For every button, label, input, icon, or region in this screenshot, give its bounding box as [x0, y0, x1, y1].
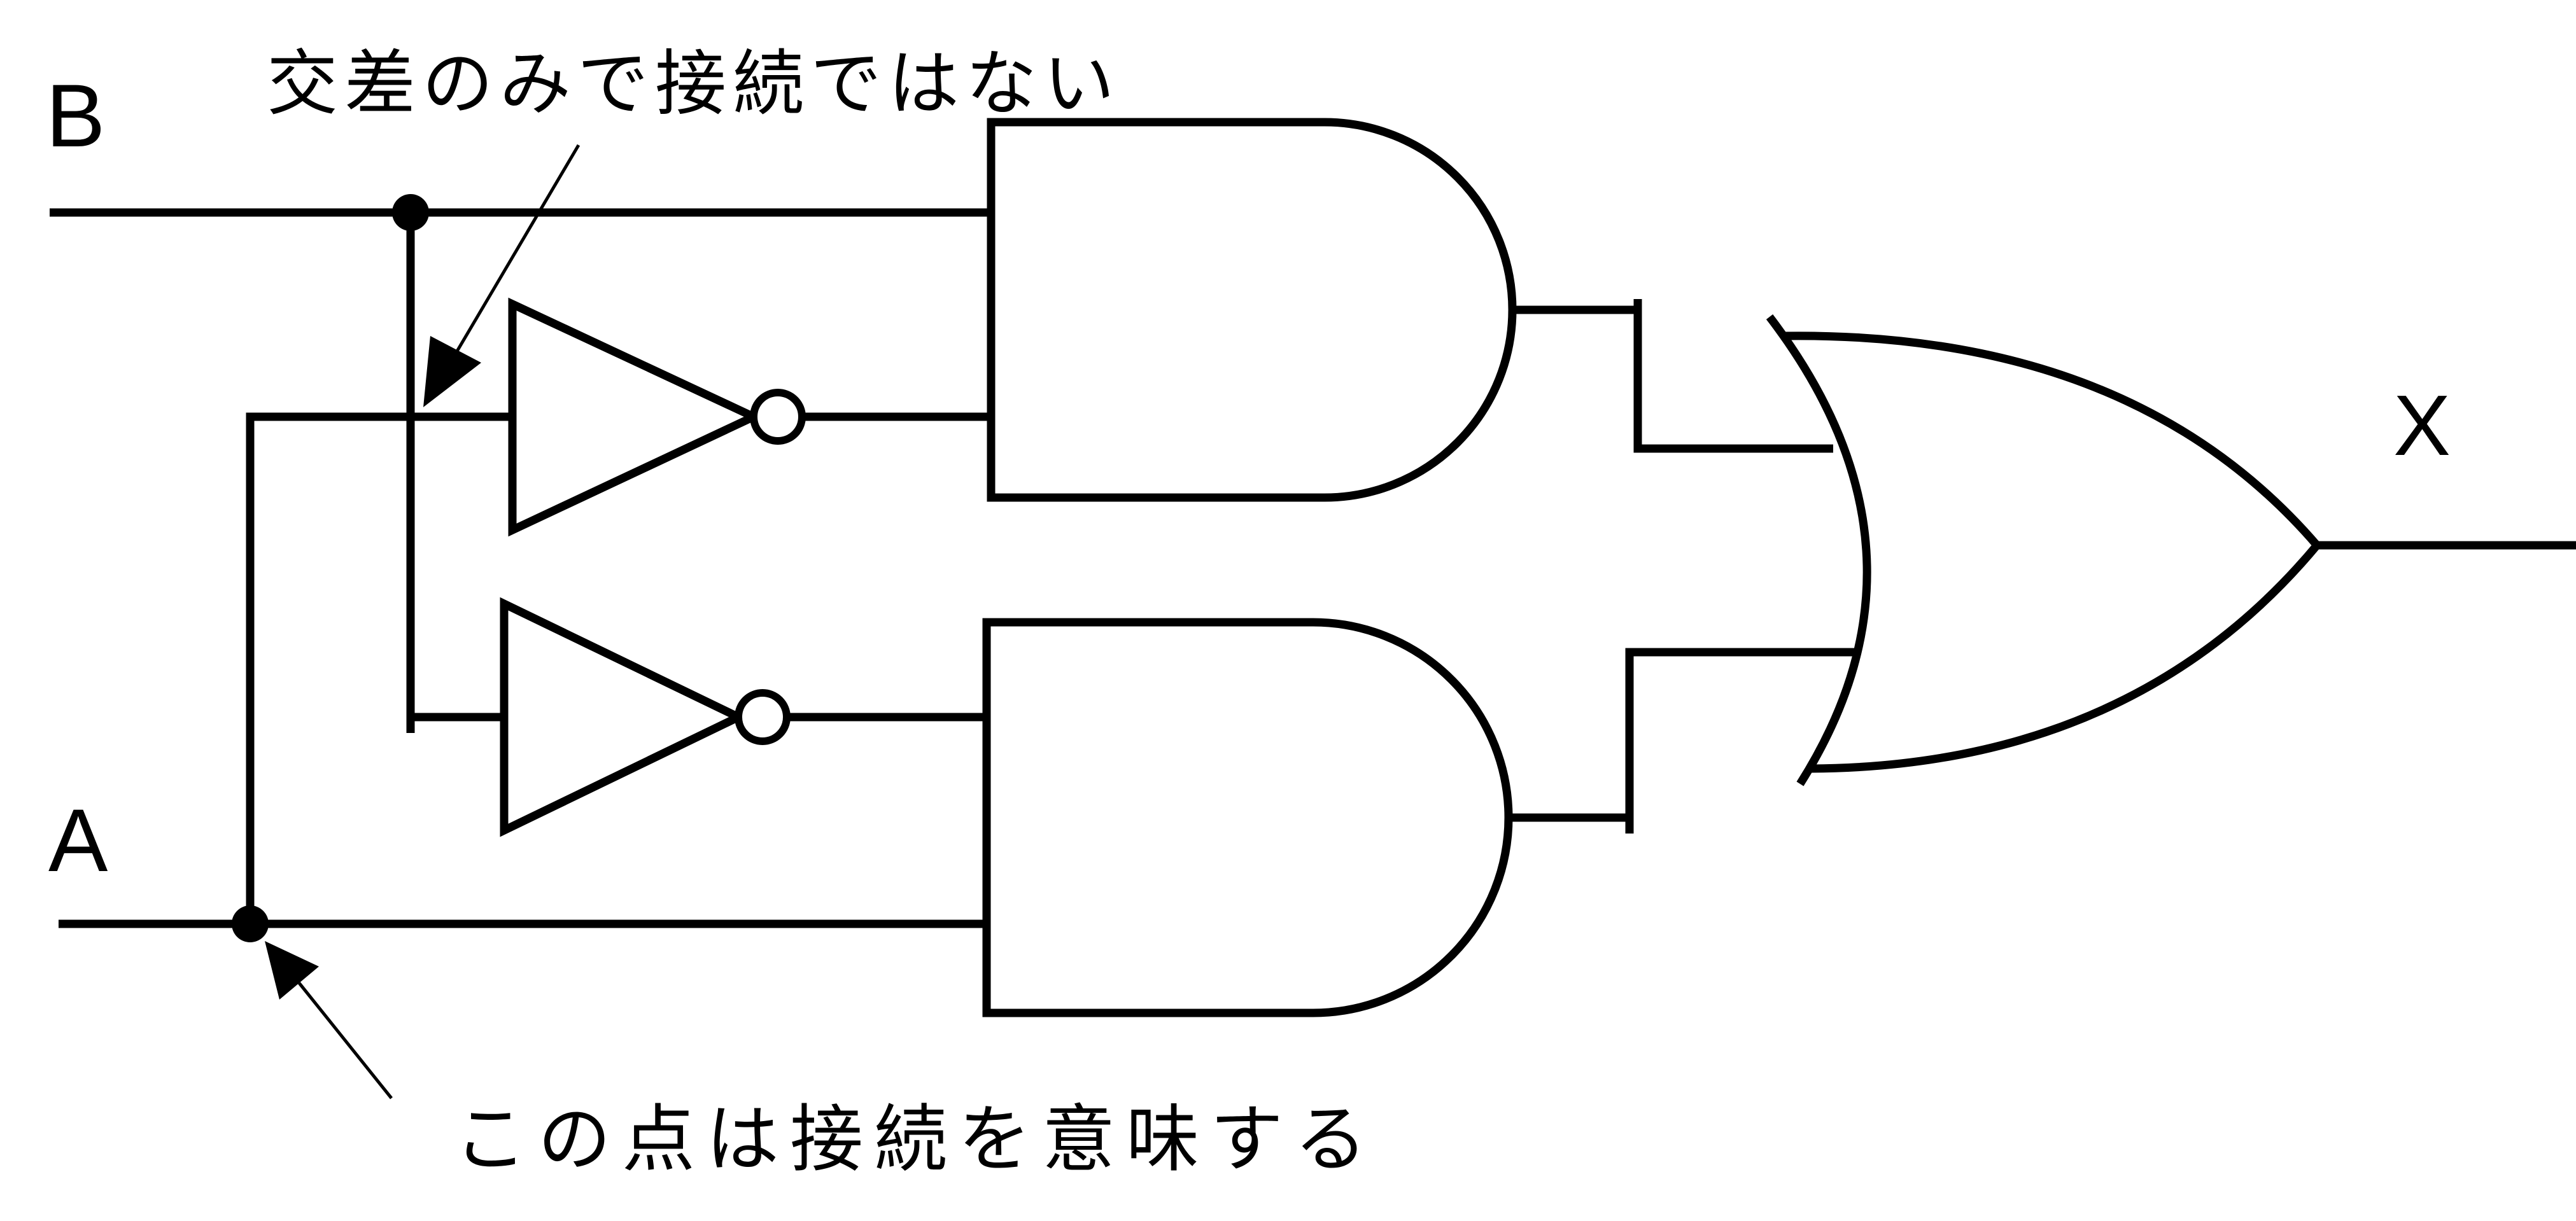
crossing-pointer-line [455, 144, 581, 352]
input-a-label: A [48, 790, 108, 890]
not-gate-lower-bubble-icon [735, 689, 791, 745]
junction-dot-a [232, 905, 269, 942]
output-x-label: X [2393, 377, 2451, 473]
and-gate-upper-icon [987, 118, 1517, 502]
or-gate-concave-edge [1766, 314, 1871, 786]
and-gate-lower-icon [982, 618, 1513, 1017]
not-gate-upper [508, 297, 991, 537]
crossing-note-text: 交差のみで接続ではない [267, 44, 1121, 123]
junction-note-text: この点は接続を意味する [454, 1099, 1378, 1180]
annotation-crossing: 交差のみで接続ではない [267, 44, 1121, 407]
input-b-label: B [46, 66, 105, 165]
junction-pointer-line [298, 982, 393, 1099]
not-gate-upper-bubble-icon [750, 389, 806, 445]
junction-dot-b [392, 194, 429, 231]
wire-upper-and-to-or [1512, 299, 1833, 453]
junction-arrowhead-icon [265, 941, 319, 1000]
or-gate-bottom-edge [1810, 542, 2320, 773]
annotation-junction: この点は接続を意味する [265, 941, 1378, 1180]
or-gate-top-edge [1782, 331, 2320, 548]
or-gate-icon [1766, 314, 2320, 786]
wire-lower-and-to-or [1509, 648, 1857, 834]
wire-branch-a-to-upper-not [246, 412, 512, 924]
not-gate-upper-triangle-icon [508, 297, 764, 537]
crossing-arrowhead-icon [423, 336, 481, 407]
not-gate-lower-triangle-icon [500, 597, 748, 837]
not-gate-lower [500, 597, 987, 837]
wire-branch-b-to-lower-not [406, 213, 504, 733]
